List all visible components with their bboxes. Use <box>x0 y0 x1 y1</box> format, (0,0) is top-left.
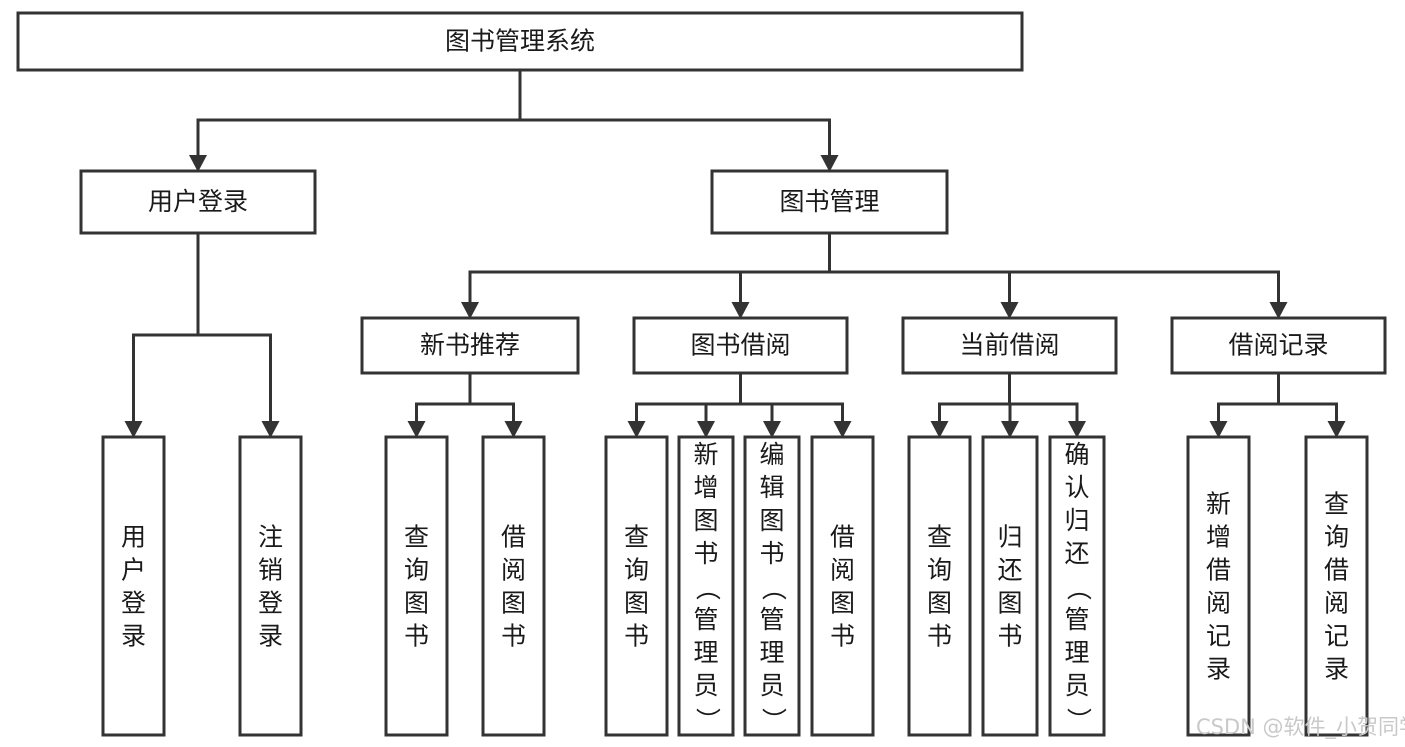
node-label-glyph: ） <box>693 707 722 732</box>
node-label-root: 图书管理系统 <box>445 27 595 56</box>
node-borrow-record[interactable]: 借阅记录 <box>1170 316 1387 375</box>
connector-current-borrow <box>930 371 1086 438</box>
node-label-glyph: （ <box>759 575 788 600</box>
node-leaf-borrow-book-1[interactable]: 借阅图书 <box>481 435 546 737</box>
node-box-borrow-record[interactable] <box>1170 316 1387 375</box>
node-label-glyph: ） <box>1064 707 1093 732</box>
node-label-new-book-recommend: 新书推荐 <box>420 331 520 360</box>
node-current-borrow[interactable]: 当前借阅 <box>901 316 1118 375</box>
node-box-book-borrow[interactable] <box>632 316 849 375</box>
node-new-book-recommend[interactable]: 新书推荐 <box>360 316 580 375</box>
node-label-glyph: ） <box>759 707 788 732</box>
node-leaf-edit-book[interactable]: （ ） 编辑图书管理员 <box>743 435 801 737</box>
node-leaf-query-book-1[interactable]: 查询图书 <box>384 435 449 737</box>
node-label-leaf-query-book-2: 查询图书 <box>624 523 649 651</box>
node-box-root[interactable] <box>16 11 1024 72</box>
node-leaf-add-record[interactable]: 新增借阅记录 <box>1186 435 1251 737</box>
node-label-leaf-query-book-1: 查询图书 <box>404 523 429 651</box>
node-leaf-borrow-book-2[interactable]: 借阅图书 <box>810 435 875 737</box>
node-label-leaf-add-book: 新增图书管理员 <box>693 440 718 700</box>
node-box-leaf-borrow-book-1[interactable] <box>481 435 546 737</box>
node-leaf-user-login[interactable]: 用户登录 <box>101 435 166 737</box>
node-box-new-book-recommend[interactable] <box>360 316 580 375</box>
connector-borrow-record <box>1209 371 1346 438</box>
node-box-current-borrow[interactable] <box>901 316 1118 375</box>
node-root[interactable]: 图书管理系统 <box>16 11 1024 72</box>
node-box-leaf-confirm-return[interactable] <box>1048 435 1106 737</box>
node-box-leaf-return-book[interactable] <box>981 435 1039 737</box>
node-label-leaf-edit-book: 编辑图书管理员 <box>759 440 784 700</box>
csdn-watermark: CSDN @软件_小贺同学 <box>1196 715 1405 740</box>
node-leaf-logout-login[interactable]: 注销登录 <box>238 435 303 737</box>
connector-new-book-recommend <box>407 371 523 438</box>
connector-layer <box>124 68 1346 438</box>
node-box-leaf-query-book-2[interactable] <box>604 435 669 737</box>
node-leaf-add-book[interactable]: （ ） 新增图书管理员 <box>677 435 735 737</box>
node-label-leaf-logout-login: 注销登录 <box>258 523 283 651</box>
node-leaf-query-record[interactable]: 查询借阅记录 <box>1304 435 1369 737</box>
node-book-borrow[interactable]: 图书借阅 <box>632 316 849 375</box>
node-book-management[interactable]: 图书管理 <box>710 169 949 235</box>
node-label-user-login: 用户登录 <box>148 187 248 216</box>
node-label-borrow-record: 借阅记录 <box>1228 331 1328 360</box>
node-label-leaf-add-record: 新增借阅记录 <box>1206 490 1231 684</box>
node-leaf-confirm-return[interactable]: （ ） 确认归还管理员 <box>1048 435 1106 737</box>
connector-root <box>189 68 839 172</box>
node-box-leaf-query-record[interactable] <box>1304 435 1369 737</box>
connector-book-management <box>461 231 1288 319</box>
node-leaf-query-book-3[interactable]: 查询图书 <box>907 435 972 737</box>
node-user-login[interactable]: 用户登录 <box>79 169 317 235</box>
node-box-leaf-query-book-1[interactable] <box>384 435 449 737</box>
node-leaf-return-book[interactable]: 归还图书 <box>981 435 1039 737</box>
connector-user-login <box>124 231 280 438</box>
node-leaf-query-book-2[interactable]: 查询图书 <box>604 435 669 737</box>
node-box-user-login[interactable] <box>79 169 317 235</box>
node-label-glyph: （ <box>1064 575 1093 600</box>
node-label-leaf-confirm-return: 确认归还管理员 <box>1064 440 1089 700</box>
node-box-book-management[interactable] <box>710 169 949 235</box>
node-label-book-borrow: 图书借阅 <box>690 331 790 360</box>
node-box-leaf-add-record[interactable] <box>1186 435 1251 737</box>
node-label-book-management: 图书管理 <box>779 187 879 216</box>
connector-book-borrow <box>627 371 852 438</box>
node-label-leaf-user-login: 用户登录 <box>121 523 146 651</box>
node-label-leaf-return-book: 归还图书 <box>997 523 1022 651</box>
node-box-leaf-edit-book[interactable] <box>743 435 801 737</box>
node-box-leaf-add-book[interactable] <box>677 435 735 737</box>
node-box-leaf-borrow-book-2[interactable] <box>810 435 875 737</box>
node-label-leaf-query-book-3: 查询图书 <box>927 523 952 651</box>
node-label-leaf-borrow-book-1: 借阅图书 <box>501 523 526 651</box>
node-label-leaf-query-record: 查询借阅记录 <box>1324 490 1349 684</box>
node-box-leaf-user-login[interactable] <box>101 435 166 737</box>
node-label-current-borrow: 当前借阅 <box>959 331 1059 360</box>
node-label-glyph: （ <box>693 575 722 600</box>
node-layer: 图书管理系统用户登录图书管理新书推荐图书借阅当前借阅借阅记录用户登录注销登录查询… <box>16 11 1387 737</box>
node-box-leaf-logout-login[interactable] <box>238 435 303 737</box>
node-box-leaf-query-book-3[interactable] <box>907 435 972 737</box>
node-label-leaf-borrow-book-2: 借阅图书 <box>830 523 855 651</box>
